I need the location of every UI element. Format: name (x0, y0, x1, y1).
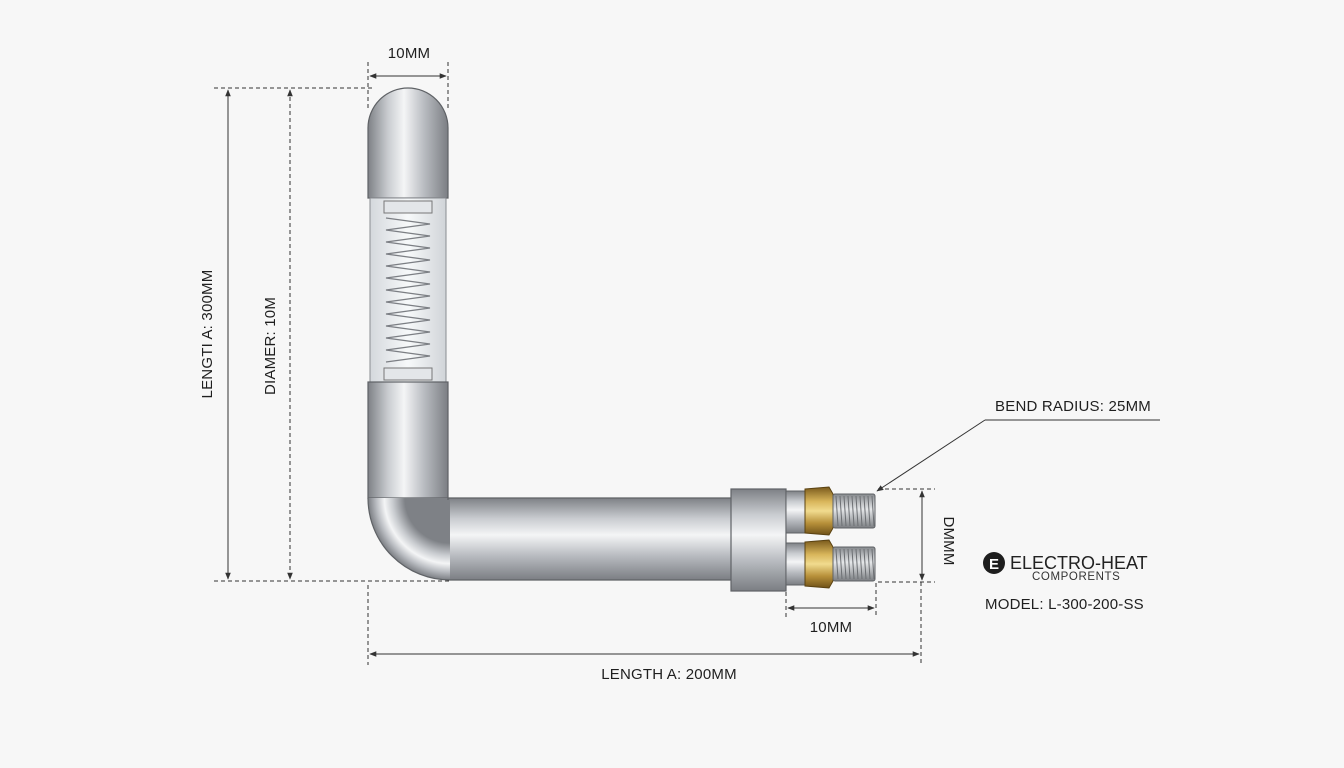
label-length-horizontal: LENGTH A: 200MM (601, 666, 737, 683)
thread-line (859, 548, 863, 580)
thread-line (859, 495, 863, 527)
brand-logo-icon (983, 552, 1005, 574)
thread-line (839, 548, 843, 580)
terminal-upper (804, 486, 876, 536)
horizontal-tube (450, 498, 732, 580)
label-length-vertical: LENGTI A: 300MM (199, 270, 216, 399)
thread-line (847, 495, 851, 527)
heating-coil (385, 217, 431, 363)
tube-bend (368, 498, 450, 580)
thread-line (851, 548, 855, 580)
thread-line (851, 495, 855, 527)
tube-body (367, 87, 809, 592)
thread-line (855, 548, 859, 580)
thread-line (847, 548, 851, 580)
thread-line (871, 548, 875, 580)
label-top-width: 10MM (388, 45, 430, 62)
thread-lines-upper (835, 495, 875, 527)
brand-logo-letter: E (989, 556, 999, 573)
dimension-lines (214, 62, 1160, 665)
vertical-tube (367, 381, 449, 499)
brass-nut-lower (804, 539, 834, 589)
thread-line (843, 548, 847, 580)
thread-line (867, 548, 871, 580)
thread-line (835, 548, 839, 580)
brand-block: E ELECTRO-HEAT COMPORENTS MODEL: L-300-2… (983, 552, 1148, 613)
thread-line (863, 548, 867, 580)
thread-line (835, 495, 839, 527)
thread-line (867, 495, 871, 527)
label-bend-radius: BEND RADIUS: 25MM (995, 398, 1151, 415)
brand-name: ELECTRO-HEAT (1010, 553, 1148, 573)
terminal-lower (804, 539, 876, 589)
thread-line (843, 495, 847, 527)
brass-nut-upper (804, 486, 834, 536)
end-cap (367, 87, 449, 199)
terminal-housing (730, 488, 787, 592)
label-terminal-width: 10MM (810, 619, 852, 636)
thread-line (839, 495, 843, 527)
thread-line (855, 495, 859, 527)
glass-window (369, 197, 447, 383)
label-diameter: DIAMER: 10M (262, 297, 279, 395)
thread-lines-lower (835, 548, 875, 580)
thread-line (871, 495, 875, 527)
model-number: MODEL: L-300-200-SS (985, 596, 1144, 613)
window-collar-top (383, 200, 433, 214)
label-terminal-height: DMMM (940, 516, 957, 565)
leader-bend-radius (876, 419, 986, 492)
window-collar-bottom (383, 367, 433, 381)
thread-line (863, 495, 867, 527)
brand-subtitle: COMPORENTS (1032, 571, 1120, 583)
